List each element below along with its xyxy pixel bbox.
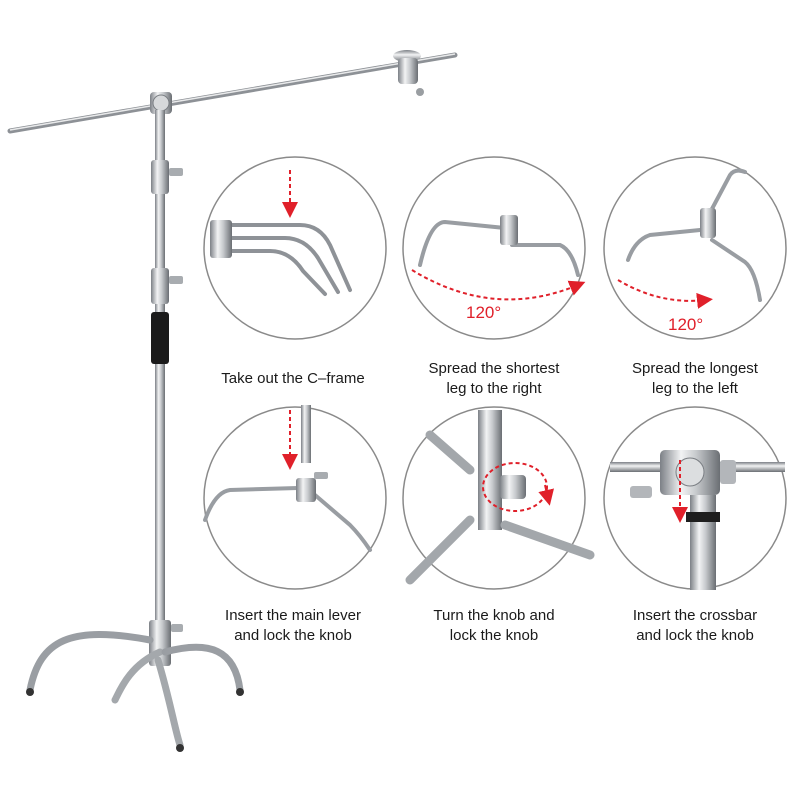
leg-left <box>26 630 154 694</box>
knob-middle <box>169 276 183 284</box>
caption-step-3: Spread the longest leg to the left <box>632 360 758 397</box>
caption-step-2: Spread the shortest leg to the right <box>428 360 560 397</box>
step-circle-2: 120° <box>402 156 586 340</box>
step-circle-4 <box>203 405 387 590</box>
caption-step-4: Insert the main lever and lock the knob <box>225 607 361 644</box>
step-circle-5 <box>402 406 595 590</box>
end-clamp <box>393 50 424 96</box>
c-stand <box>7 50 458 752</box>
boom-arm <box>7 52 458 134</box>
step-circle-3: 120° <box>603 156 787 340</box>
knob-top <box>169 168 183 176</box>
collar-top <box>151 160 169 194</box>
leg-left-lower <box>111 648 164 704</box>
rotate-knob-icon <box>482 462 548 512</box>
riser-column <box>155 110 165 630</box>
rotate-arrow-icon <box>617 279 713 309</box>
angle-label: 120° <box>466 303 501 322</box>
leg-right <box>161 643 244 694</box>
caption-step-1: Take out the C–frame <box>221 370 365 387</box>
angle-label: 120° <box>668 315 703 334</box>
rotate-arrow-icon <box>411 269 586 301</box>
caption-step-6: Insert the crossbar and lock the knob <box>632 607 758 644</box>
step-circle-1 <box>203 156 387 340</box>
caption-step-5: Turn the knob and lock the knob <box>433 607 555 644</box>
collar-middle <box>151 268 169 304</box>
step-circle-6 <box>603 406 787 590</box>
leg-front <box>154 656 184 749</box>
black-grip <box>151 312 169 364</box>
